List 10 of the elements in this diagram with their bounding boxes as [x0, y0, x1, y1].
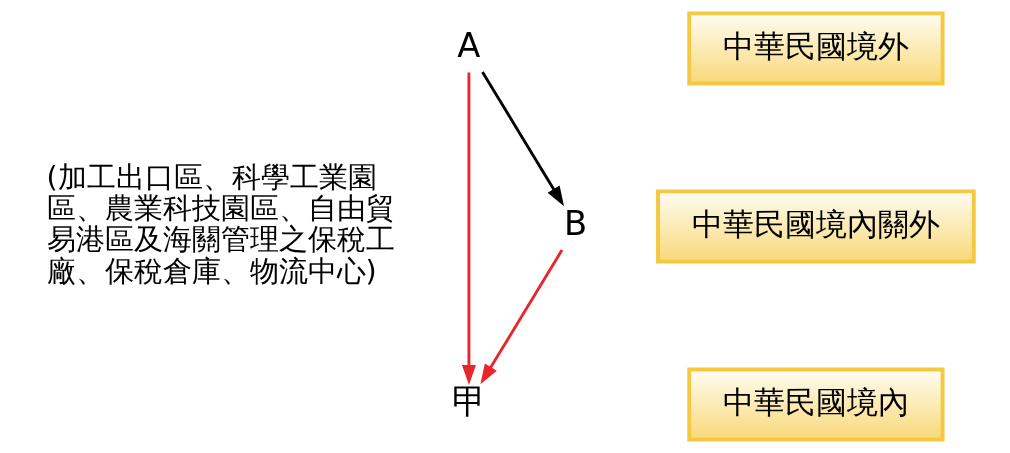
node-text: B	[563, 203, 588, 243]
label: (加工出口區、科學工業園區、農業科技園區、自由貿易港區及海關管理之保稅工廠、保稅倉庫、物流中心)	[46, 159, 395, 288]
node-text: 甲	[451, 381, 486, 421]
arrow	[461, 72, 476, 386]
arrow	[480, 249, 564, 385]
node-text: A	[457, 25, 481, 65]
arrow	[481, 71, 565, 207]
node-box: 中華民國境內關外	[656, 189, 976, 264]
node-box: 中華民國境內	[687, 367, 945, 442]
node-box: 中華民國境外	[687, 11, 945, 86]
